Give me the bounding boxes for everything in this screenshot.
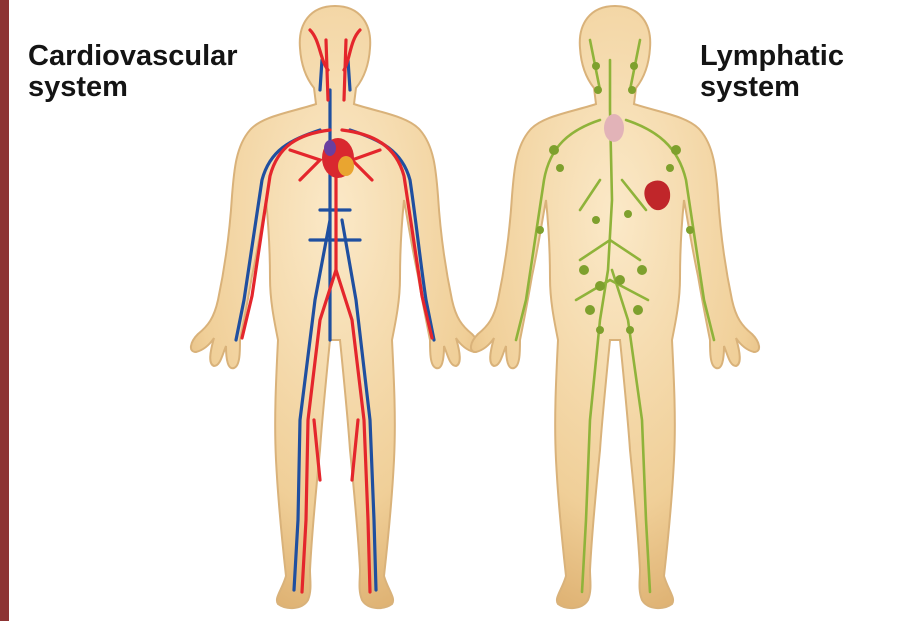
frame-edge-bar	[0, 0, 9, 621]
human-body-lymphatic-icon	[450, 0, 780, 621]
heart-icon	[322, 138, 354, 178]
thymus-icon	[604, 114, 624, 142]
lymphatic-figure	[450, 0, 780, 621]
